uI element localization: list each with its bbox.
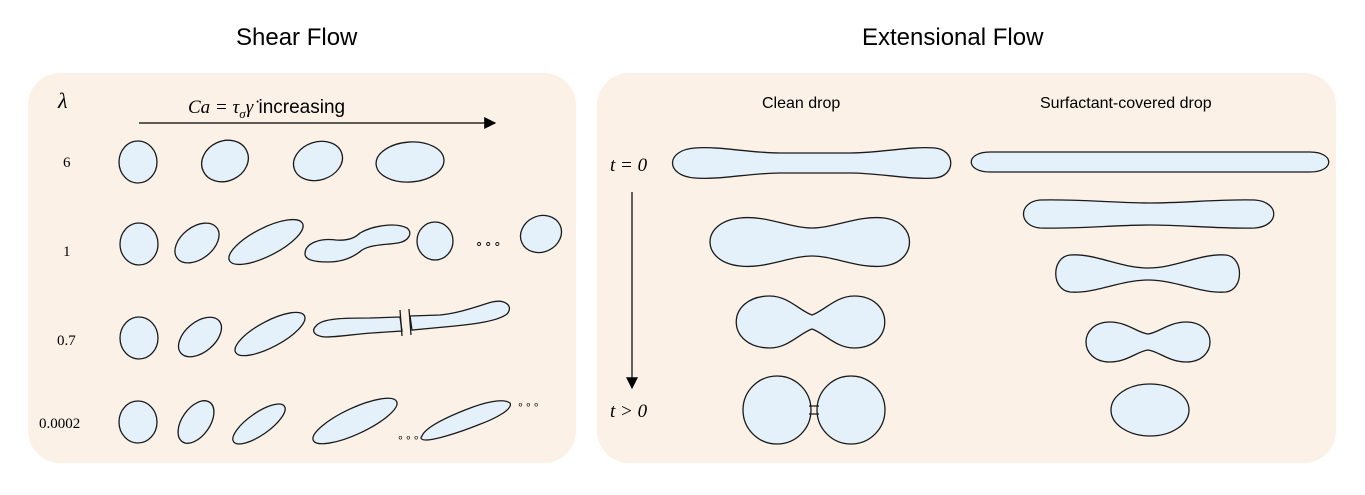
drop-shape	[735, 295, 886, 349]
drop-shape	[118, 400, 158, 444]
drop-shape	[119, 316, 159, 360]
shear-flow-title: Shear Flow	[236, 24, 358, 51]
breakup-mark	[399, 309, 403, 337]
ellipsis: ∘∘∘	[475, 236, 502, 251]
drop-shape	[420, 400, 511, 441]
shear-flow-panel	[28, 73, 576, 463]
drop-shape	[970, 151, 1330, 173]
lambda-row-label: 6	[63, 155, 71, 171]
drop-shape	[671, 147, 952, 179]
drop-shape	[816, 375, 886, 445]
lambda-row-label: 0.0002	[39, 416, 80, 432]
time-end-label: t > 0	[610, 401, 648, 422]
clean-drop-header: Clean drop	[762, 95, 840, 112]
drop-shape	[312, 397, 398, 445]
drop-shape	[119, 222, 159, 266]
drop-shape	[228, 218, 304, 266]
drop-shape	[177, 316, 223, 358]
drop-shape	[1055, 254, 1240, 293]
drop-shape	[1110, 383, 1190, 437]
drop-shape	[177, 400, 215, 444]
drop-neck	[809, 405, 819, 415]
ca-label: Ca = τσγ̇ increasing	[188, 97, 345, 121]
drop-shape	[742, 375, 812, 445]
lambda-label: λ	[57, 88, 68, 113]
lambda-row-label: 0.7	[57, 333, 76, 349]
drop-shape	[1085, 321, 1211, 363]
drop-shape	[234, 311, 306, 357]
drop-shape	[292, 140, 344, 182]
surfactant-drop-header: Surfactant-covered drop	[1040, 95, 1212, 112]
drop-shape	[174, 222, 220, 264]
drop-shape	[232, 403, 286, 445]
drop-shape	[375, 141, 445, 183]
extensional-flow-title: Extensional Flow	[862, 24, 1044, 51]
drop-shape	[304, 224, 411, 263]
drop-shape	[313, 316, 403, 338]
drop-shape	[1023, 199, 1275, 229]
drop-shape	[416, 221, 454, 261]
ellipsis: ∘∘∘	[397, 432, 421, 444]
drop-shape	[409, 300, 511, 331]
lambda-row-label: 1	[63, 244, 71, 260]
drop-shape	[709, 216, 910, 268]
drop-shape	[201, 139, 249, 183]
drop-shape	[519, 214, 563, 254]
ellipsis: ∘∘∘	[517, 399, 541, 411]
breakup-mark	[408, 308, 412, 336]
time-start-label: t = 0	[610, 155, 648, 176]
drop-shape	[118, 140, 158, 184]
